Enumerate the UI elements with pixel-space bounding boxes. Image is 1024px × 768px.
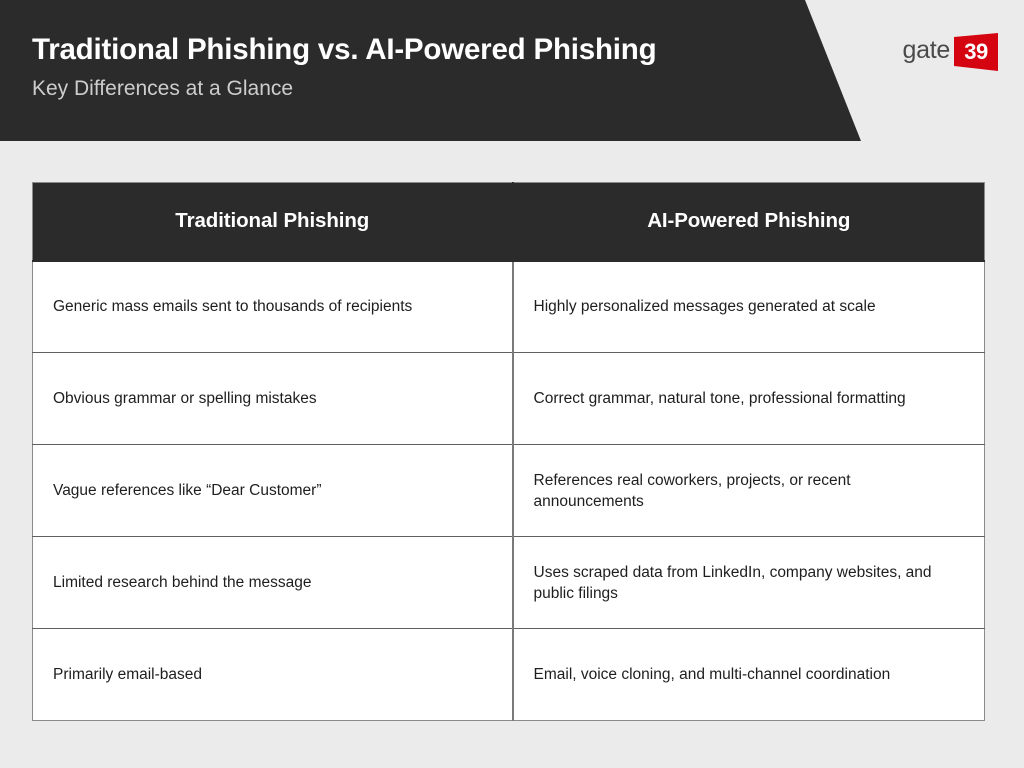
brand-badge-number: 39 bbox=[964, 38, 988, 64]
cell-text: Obvious grammar or spelling mistakes bbox=[53, 390, 317, 407]
table-cell-traditional: Primarily email-based bbox=[32, 628, 514, 721]
brand-badge-parallelogram-icon bbox=[954, 33, 998, 71]
cell-text: Generic mass emails sent to thousands of… bbox=[53, 298, 413, 316]
page-title: Traditional Phishing vs. AI-Powered Phis… bbox=[32, 33, 657, 66]
brand-badge-shape: 39 bbox=[954, 33, 1000, 71]
table-cell-traditional: Generic mass emails sent to thousands of… bbox=[32, 259, 514, 353]
cell-text: Highly personalized messages generated a… bbox=[533, 298, 876, 316]
table-header: Traditional Phishing AI-Powered Phishing bbox=[32, 182, 985, 261]
table-row: Vague references like “Dear Customer” Re… bbox=[32, 444, 985, 537]
comparison-table: Traditional Phishing AI-Powered Phishing… bbox=[32, 182, 985, 721]
table-row: Obvious grammar or spelling mistakes Cor… bbox=[32, 352, 985, 445]
brand-wordmark: gate bbox=[902, 36, 951, 64]
table-cell-traditional: Obvious grammar or spelling mistakes bbox=[32, 352, 514, 445]
table-body: Generic mass emails sent to thousands of… bbox=[32, 259, 985, 721]
table-row: Generic mass emails sent to thousands of… bbox=[32, 259, 985, 353]
brand-logo: gate 39 bbox=[903, 33, 1000, 71]
cell-text: References real coworkers, projects, or … bbox=[533, 471, 851, 510]
table-cell-ai: Correct grammar, natural tone, professio… bbox=[512, 352, 985, 445]
column-header-traditional-phishing: Traditional Phishing bbox=[32, 182, 514, 261]
table-row: Limited research behind the message Uses… bbox=[32, 536, 985, 629]
table-cell-traditional: Limited research behind the message bbox=[32, 536, 514, 629]
table-cell-ai: Highly personalized messages generated a… bbox=[512, 259, 985, 353]
cell-text: Email, voice cloning, and multi-channel … bbox=[533, 666, 891, 683]
cell-text: Limited research behind the message bbox=[53, 574, 312, 591]
cell-text: Uses scraped data from LinkedIn, company… bbox=[533, 563, 932, 602]
table-cell-traditional: Vague references like “Dear Customer” bbox=[32, 444, 514, 537]
cell-text: Correct grammar, natural tone, professio… bbox=[533, 390, 906, 407]
table-cell-ai: References real coworkers, projects, or … bbox=[512, 444, 985, 537]
table-cell-ai: Uses scraped data from LinkedIn, company… bbox=[512, 536, 985, 629]
column-header-ai-powered-phishing: AI-Powered Phishing bbox=[512, 182, 985, 261]
header-band bbox=[0, 0, 861, 141]
header-text-block: Traditional Phishing vs. AI-Powered Phis… bbox=[32, 30, 657, 104]
table-cell-ai: Email, voice cloning, and multi-channel … bbox=[512, 628, 985, 721]
cell-text: Primarily email-based bbox=[53, 666, 203, 683]
table-header-row: Traditional Phishing AI-Powered Phishing bbox=[32, 182, 985, 261]
table-row: Primarily email-based Email, voice cloni… bbox=[32, 628, 985, 721]
page-subtitle: Key Differences at a Glance bbox=[32, 77, 294, 100]
cell-text: Vague references like “Dear Customer” bbox=[53, 482, 322, 499]
